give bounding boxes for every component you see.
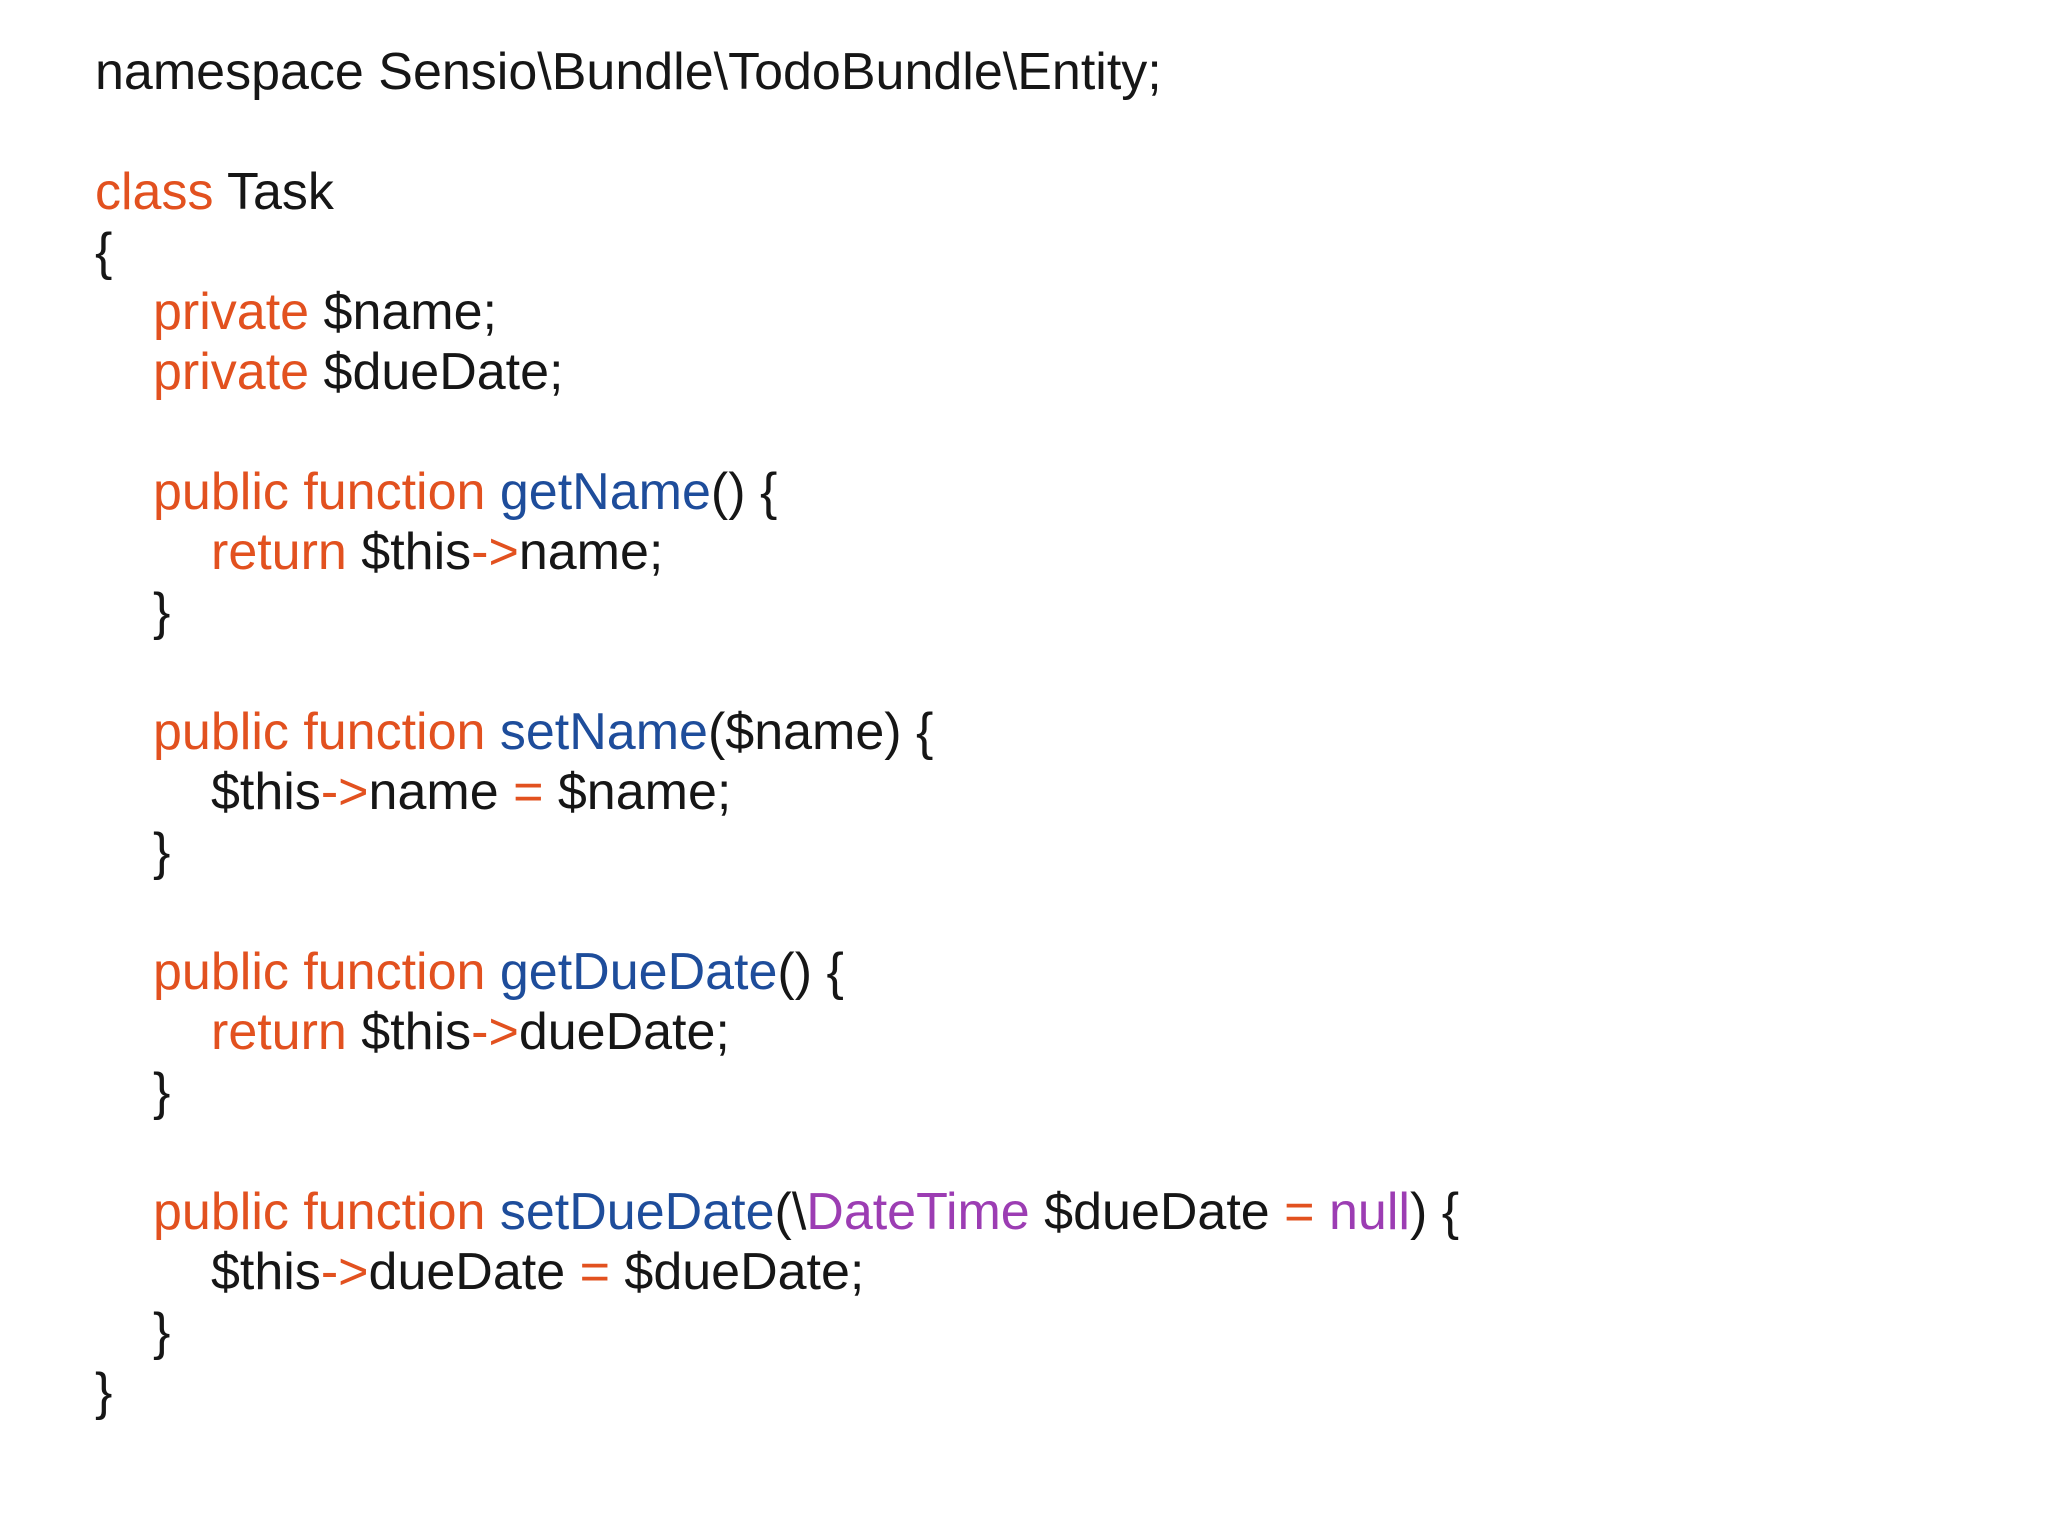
- code-token-function: getName: [499, 463, 711, 521]
- code-line: public function getDueDate() {: [95, 942, 2048, 1002]
- code-token-keyword: return: [211, 1003, 347, 1061]
- code-line: }: [95, 1362, 2048, 1422]
- code-token-plain: name: [368, 763, 514, 821]
- code-line: }: [95, 822, 2048, 882]
- code-line: private $dueDate;: [95, 342, 2048, 402]
- code-line: $this->dueDate = $dueDate;: [95, 1242, 2048, 1302]
- code-token-keyword: return: [211, 523, 347, 581]
- code-token-plain: dueDate: [368, 1243, 580, 1301]
- code-token-keyword: public function: [153, 943, 500, 1001]
- code-token-plain: }: [95, 1363, 113, 1421]
- code-token-plain: }: [153, 1063, 171, 1121]
- code-token-plain: namespace Sensio\Bundle\TodoBundle\Entit…: [95, 43, 1162, 101]
- code-token-plain: $this: [211, 763, 321, 821]
- code-token-plain: (\: [774, 1183, 807, 1241]
- code-token-keyword: =: [579, 1243, 610, 1301]
- code-token-plain: ) {: [1409, 1183, 1460, 1241]
- code-token-plain: () {: [777, 943, 844, 1001]
- code-token-plain: $dueDate: [1029, 1183, 1285, 1241]
- code-line: class Task: [95, 162, 2048, 222]
- code-line: }: [95, 582, 2048, 642]
- code-line: return $this->name;: [95, 522, 2048, 582]
- code-token-plain: ($name) {: [707, 703, 934, 761]
- code-line: $this->name = $name;: [95, 762, 2048, 822]
- code-token-keyword: ->: [471, 1003, 519, 1061]
- code-token-plain: Task: [213, 163, 334, 221]
- code-line: [95, 102, 2048, 162]
- code-token-keyword: ->: [320, 1243, 369, 1301]
- code-line: }: [95, 1062, 2048, 1122]
- code-token-plain: $name;: [309, 283, 497, 341]
- code-token-plain: $name;: [543, 763, 732, 821]
- code-line: public function setName($name) {: [95, 702, 2048, 762]
- code-token-plain: [1315, 1183, 1329, 1241]
- code-line: namespace Sensio\Bundle\TodoBundle\Entit…: [95, 42, 2048, 102]
- code-token-plain: $dueDate;: [609, 1243, 865, 1301]
- code-token-plain: {: [95, 223, 113, 281]
- code-token-keyword: ->: [471, 523, 519, 581]
- code-editor-view: namespace Sensio\Bundle\TodoBundle\Entit…: [95, 42, 2048, 1422]
- code-token-plain: }: [153, 823, 171, 881]
- code-line: return $this->dueDate;: [95, 1002, 2048, 1062]
- code-line: public function setDueDate(\DateTime $du…: [95, 1182, 2048, 1242]
- code-line: public function getName() {: [95, 462, 2048, 522]
- code-token-plain: () {: [710, 463, 778, 521]
- code-token-keyword: private: [153, 283, 310, 341]
- code-token-type: DateTime: [806, 1183, 1030, 1241]
- code-line: [95, 402, 2048, 462]
- code-line: {: [95, 222, 2048, 282]
- code-token-type: null: [1328, 1183, 1410, 1241]
- code-token-plain: $this: [346, 1003, 472, 1061]
- code-token-plain: $this: [346, 523, 472, 581]
- code-token-keyword: public function: [153, 463, 500, 521]
- code-token-function: setName: [499, 703, 708, 761]
- code-line: private $name;: [95, 282, 2048, 342]
- code-line: [95, 882, 2048, 942]
- code-line: }: [95, 1302, 2048, 1362]
- code-line: [95, 1122, 2048, 1182]
- code-token-keyword: public function: [153, 703, 500, 761]
- code-token-keyword: ->: [320, 763, 369, 821]
- code-token-plain: }: [153, 1303, 171, 1361]
- code-token-plain: }: [153, 583, 171, 641]
- code-token-plain: dueDate;: [518, 1003, 730, 1061]
- code-token-plain: $dueDate;: [309, 343, 564, 401]
- code-token-keyword: =: [1284, 1183, 1315, 1241]
- code-token-keyword: public function: [153, 1183, 500, 1241]
- code-token-keyword: private: [153, 343, 310, 401]
- code-listing: namespace Sensio\Bundle\TodoBundle\Entit…: [95, 42, 2048, 1422]
- code-token-keyword: =: [513, 763, 544, 821]
- code-token-plain: $this: [211, 1243, 321, 1301]
- code-line: [95, 642, 2048, 702]
- code-token-function: setDueDate: [499, 1183, 775, 1241]
- code-token-keyword: class: [95, 163, 214, 221]
- code-token-function: getDueDate: [499, 943, 778, 1001]
- code-token-plain: name;: [518, 523, 664, 581]
